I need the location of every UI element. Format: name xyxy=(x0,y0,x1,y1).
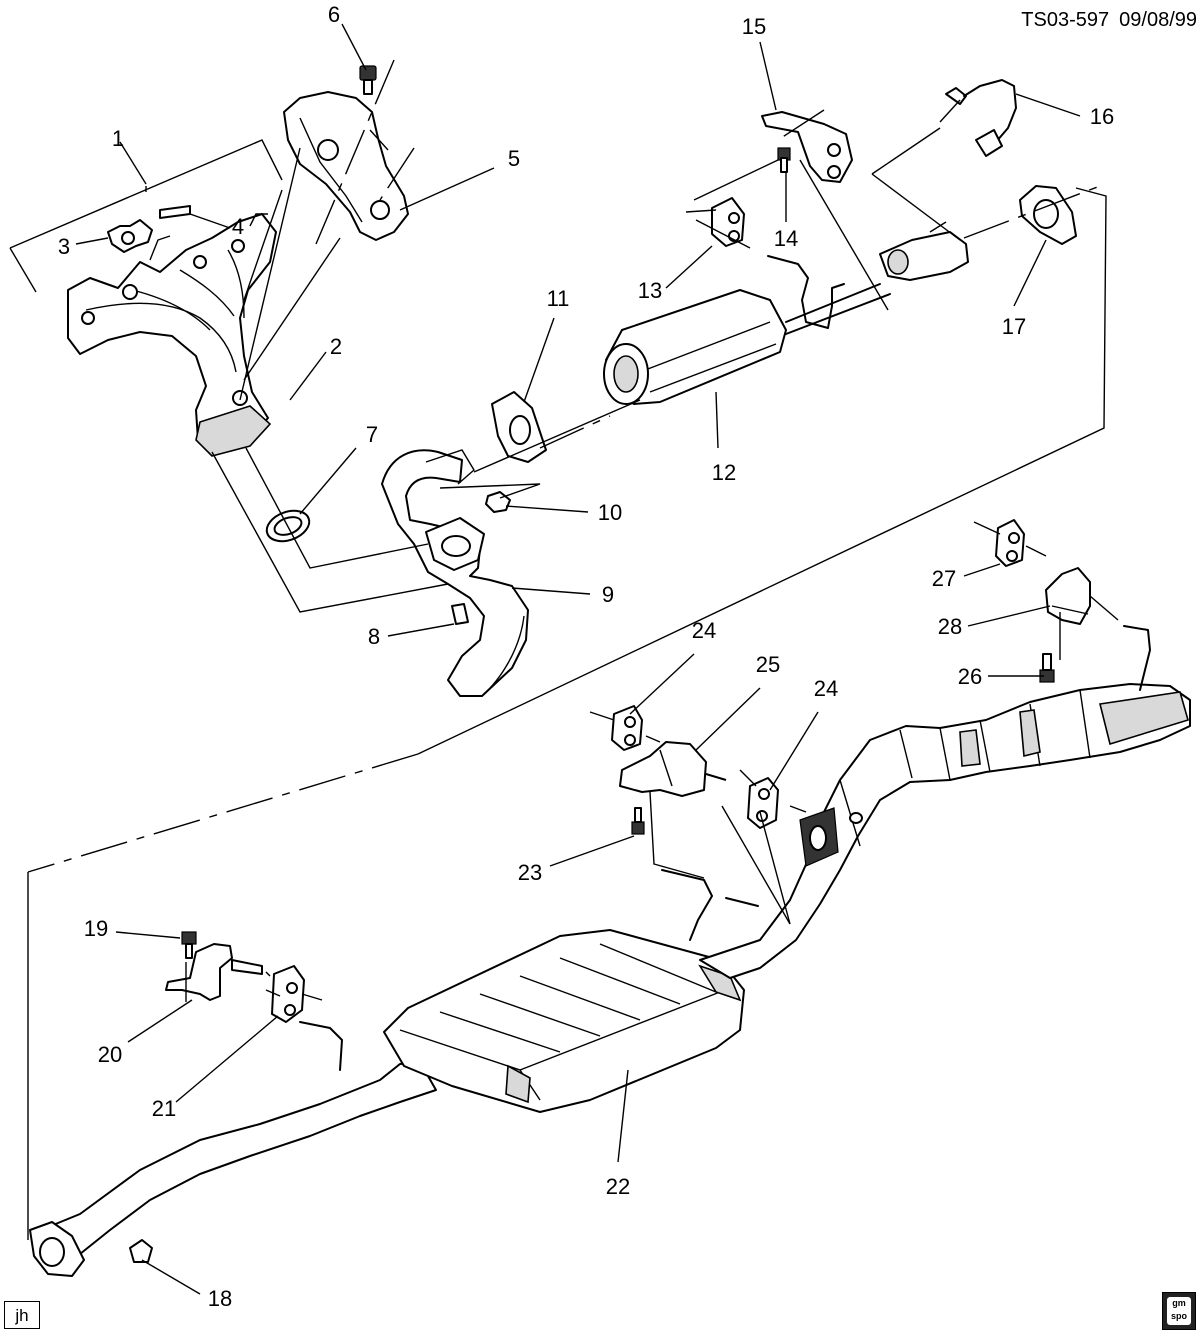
callout-5: 5 xyxy=(508,146,520,171)
crossover-pipe xyxy=(381,449,529,697)
callout-12: 12 xyxy=(712,460,736,485)
bolt-19 xyxy=(181,931,197,959)
callout-18: 18 xyxy=(208,1286,232,1311)
drawing-id: TS03-597 xyxy=(1021,9,1109,31)
oxygen-sensor xyxy=(945,79,1017,157)
hanger-rod-front xyxy=(299,1021,343,1071)
callout-20: 20 xyxy=(98,1042,122,1067)
callout-24-left: 24 xyxy=(692,618,716,643)
tailpipe xyxy=(699,683,1191,979)
callout-3: 3 xyxy=(58,234,70,259)
callout-13: 13 xyxy=(638,278,662,303)
callout-27: 27 xyxy=(932,566,956,591)
hanger-rod-13 xyxy=(767,255,845,329)
callout-16: 16 xyxy=(1090,104,1114,129)
muffler xyxy=(383,929,745,1113)
insulator-24-right xyxy=(747,777,779,829)
hanger-rod-muffler xyxy=(661,869,713,941)
callout-24-right: 24 xyxy=(814,676,838,701)
drawing-id-and-date: TS03-597 09/08/99 xyxy=(1021,9,1197,31)
front-pipe-flange xyxy=(879,221,969,281)
insulator-21 xyxy=(271,965,305,1023)
bracket-20 xyxy=(165,943,233,1001)
callout-6: 6 xyxy=(328,2,340,27)
bolt-8 xyxy=(451,603,469,625)
callout-leaders xyxy=(75,23,1081,1295)
callout-8: 8 xyxy=(368,624,380,649)
bracket-25 xyxy=(619,741,727,797)
assembly-lines xyxy=(27,59,1119,1240)
heat-shield xyxy=(283,91,409,241)
callout-23: 23 xyxy=(518,860,542,885)
callout-15: 15 xyxy=(742,14,766,39)
hanger-rod-tail xyxy=(1123,625,1151,691)
callout-14: 14 xyxy=(774,226,798,251)
author-initials-box: jh xyxy=(4,1301,40,1329)
callout-17: 17 xyxy=(1002,314,1026,339)
hanger-rod-muffler-2 xyxy=(725,897,759,907)
insulator-27 xyxy=(995,519,1025,567)
callout-28: 28 xyxy=(938,614,962,639)
hanger-bracket-15 xyxy=(761,111,853,183)
flange-gasket-11 xyxy=(491,391,547,463)
bolt-23 xyxy=(631,807,645,835)
callout-7: 7 xyxy=(366,422,378,447)
callout-21: 21 xyxy=(152,1096,176,1121)
callout-2: 2 xyxy=(330,334,342,359)
catalytic-converter xyxy=(603,283,891,405)
bracket-28 xyxy=(1045,567,1091,625)
callout-11: 11 xyxy=(547,286,570,311)
bolt-6 xyxy=(359,65,377,95)
callout-25: 25 xyxy=(756,652,780,677)
insulator-24-left xyxy=(611,705,643,751)
bolt-26 xyxy=(1039,653,1055,683)
callout-9: 9 xyxy=(602,582,614,607)
flange-gasket-17 xyxy=(1019,185,1077,245)
callout-4: 4 xyxy=(232,214,244,239)
exhaust-manifold xyxy=(9,139,283,457)
hanger-13 xyxy=(711,197,745,247)
stud-20 xyxy=(231,959,263,975)
intermediate-pipe xyxy=(29,1061,437,1277)
gm-spo-logo: gm spo xyxy=(1162,1292,1196,1330)
callout-1: 1 xyxy=(112,126,124,151)
bolt-14 xyxy=(777,147,791,173)
callout-26: 26 xyxy=(958,664,982,689)
callout-19: 19 xyxy=(84,916,108,941)
gm-spo-logo-text: gm spo xyxy=(1167,1297,1191,1325)
manifold-stud xyxy=(159,205,191,219)
drawing-date: 09/08/99 xyxy=(1119,9,1197,31)
nut-10 xyxy=(485,491,511,513)
callout-labels: 1 2 3 4 5 6 7 8 9 10 11 12 13 14 15 16 1… xyxy=(58,2,1114,1311)
callout-10: 10 xyxy=(598,500,622,525)
callout-22: 22 xyxy=(606,1174,630,1199)
